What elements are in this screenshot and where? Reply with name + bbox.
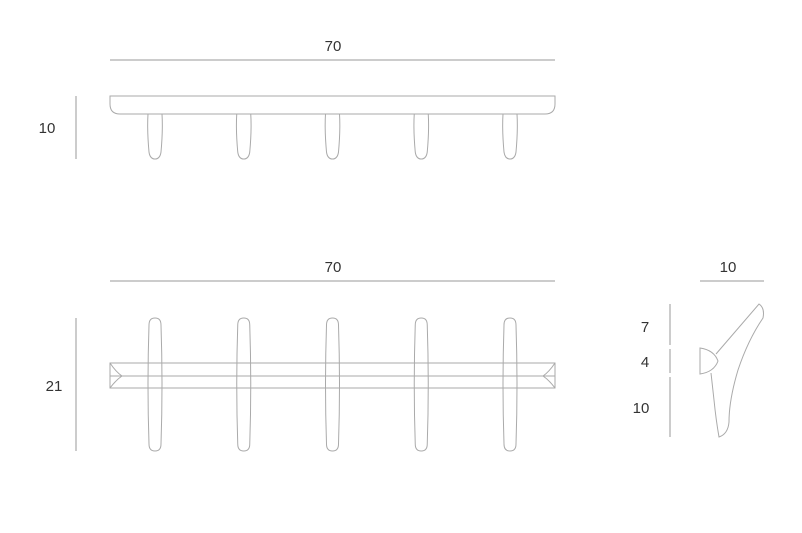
front-view-hook [413, 317, 429, 452]
front-view-hook [325, 317, 340, 452]
side-upper-label: 7 [641, 319, 649, 336]
top-width-label: 70 [325, 38, 342, 55]
side-hook-profile [710, 303, 764, 438]
rail-left-end-bevel [109, 362, 123, 389]
top-view: 70 10 [39, 38, 556, 160]
top-view-hook [235, 113, 252, 160]
top-view-hooks [147, 113, 518, 160]
front-height-label: 21 [46, 378, 63, 395]
top-view-hook [413, 113, 430, 160]
top-height-label: 10 [39, 120, 56, 137]
side-view: 10 7 4 10 [633, 259, 764, 438]
front-view: 70 21 [46, 259, 556, 452]
front-width-label: 70 [325, 259, 342, 276]
top-view-rail [109, 95, 556, 115]
front-view-hook [502, 317, 518, 452]
side-width-label: 10 [720, 259, 737, 276]
front-view-hooks [147, 317, 518, 452]
side-rail-profile [699, 347, 719, 375]
front-view-hook [236, 317, 252, 452]
top-view-hook [147, 113, 163, 160]
rail-right-end-bevel [542, 362, 556, 389]
top-view-hook [502, 113, 518, 160]
top-view-hook [324, 113, 341, 160]
side-middle-label: 4 [641, 354, 649, 371]
side-lower-label: 10 [633, 400, 650, 417]
front-view-hook [147, 317, 163, 452]
